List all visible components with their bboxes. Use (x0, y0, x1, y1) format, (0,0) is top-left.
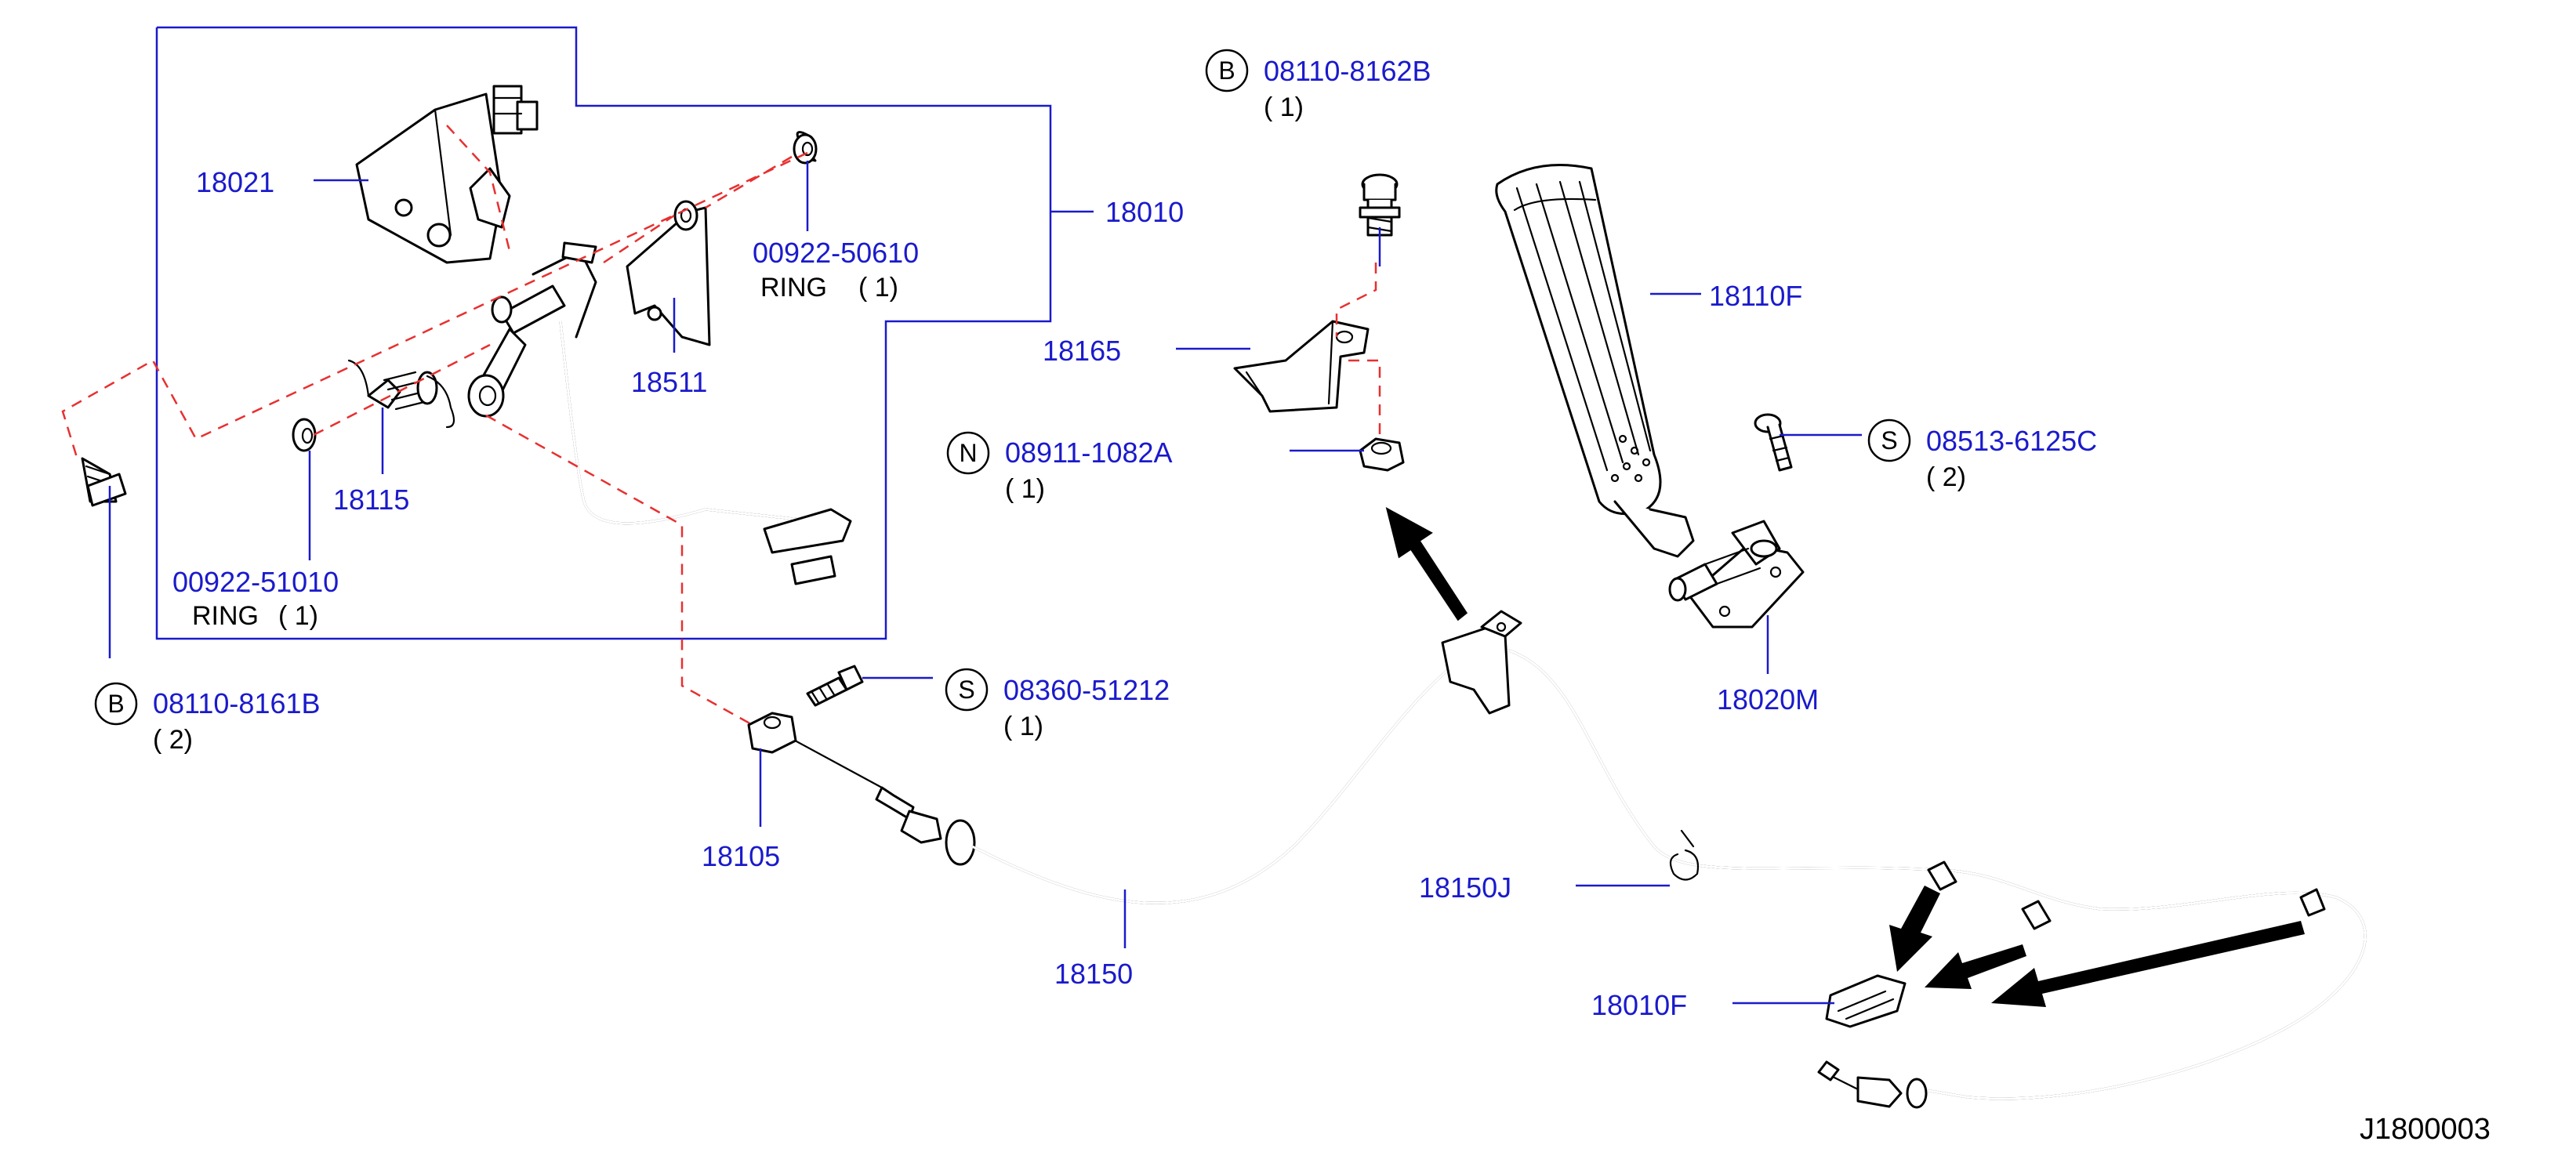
pedal-hinge-18020M-drawing (1668, 520, 1805, 629)
symbol-circle-s (1867, 418, 1911, 462)
clip-18010F-drawing (1825, 974, 1907, 1028)
label-18150: 18150 (1054, 958, 1133, 990)
bracket-18165-drawing (1233, 320, 1370, 413)
screw-pedal-number: 08513-6125C (1926, 425, 2097, 457)
nut-08911-1082A-drawing (1359, 437, 1405, 472)
callout-screw-cable: S 08360-51212 ( 1) (945, 668, 1170, 741)
label-18150J: 18150J (1419, 871, 1511, 904)
screw-cable-symbol: S (958, 676, 974, 704)
bolt-top-symbol: B (1218, 56, 1235, 85)
ring-lower-qty: ( 1) (278, 601, 318, 631)
callout-nut: N 08911-1082A ( 1) (946, 431, 1173, 504)
spring-18115-drawing (347, 359, 455, 429)
bolt-08110-8162B-drawing (1359, 173, 1401, 237)
adapter-18105-drawing (747, 712, 797, 754)
bracket-18511-drawing (626, 200, 711, 346)
label-18020M: 18020M (1717, 683, 1819, 716)
callout-ring-upper: 00922-50610 RING ( 1) (753, 237, 919, 303)
ring-lower-number: 00922-51010 (172, 566, 339, 598)
nut-qty: ( 1) (1005, 474, 1045, 504)
bolt-08110-8161B-drawing (81, 457, 127, 507)
label-18010: 18010 (1105, 196, 1184, 228)
label-18110F: 18110F (1709, 280, 1802, 312)
nut-number: 08911-1082A (1005, 437, 1173, 469)
symbol-circle-n (946, 431, 990, 475)
throttle-cable-18150-drawing (786, 610, 2367, 1109)
symbol-circle-b (1205, 49, 1249, 92)
bolt-top-number: 08110-8162B (1264, 55, 1431, 87)
callout-bolt-top: B 08110-8162B ( 1) (1205, 49, 1431, 122)
symbol-circle-b (94, 682, 138, 726)
screw-08513-6125C-drawing (1754, 413, 1793, 472)
label-18010F: 18010F (1591, 989, 1687, 1021)
screw-pedal-qty: ( 2) (1926, 462, 1966, 492)
ring-clip-lower-drawing (292, 418, 317, 452)
ring-upper-desc: RING (760, 273, 827, 303)
screw-cable-qty: ( 1) (1003, 712, 1043, 741)
bolt-top-qty: ( 1) (1264, 92, 1304, 122)
pedal-lever-drawing (467, 241, 852, 585)
label-18105: 18105 (702, 840, 780, 872)
leader-lines (108, 161, 1862, 1005)
clip-18150J-drawing (1669, 829, 1700, 881)
diagram-code: J1800003 (2360, 1113, 2491, 1146)
label-18165: 18165 (1043, 335, 1121, 367)
ring-lower-desc: RING (192, 601, 259, 631)
callout-ring-lower: 00922-51010 RING ( 1) (172, 566, 339, 631)
nut-symbol: N (959, 439, 977, 467)
symbol-circle-s (945, 668, 989, 712)
label-18511: 18511 (631, 366, 707, 398)
bolt-left-number: 08110-8161B (153, 687, 321, 719)
bolt-left-qty: ( 2) (153, 725, 193, 755)
assembly-outline-18010 (155, 26, 1052, 640)
ring-upper-qty: ( 1) (858, 273, 898, 303)
ring-upper-number: 00922-50610 (753, 237, 919, 269)
ring-clip-upper-drawing (793, 131, 818, 165)
screw-08360-51212-drawing (806, 665, 864, 707)
screw-pedal-symbol: S (1881, 426, 1897, 455)
screw-cable-number: 08360-51212 (1003, 674, 1170, 706)
label-18115: 18115 (333, 484, 409, 516)
direction-arrows (1385, 507, 2305, 1007)
callout-screw-pedal: S 08513-6125C ( 2) (1867, 418, 2097, 492)
bolt-left-symbol: B (107, 690, 124, 718)
callout-bolt-left: B 08110-8161B ( 2) (94, 682, 321, 755)
label-18021: 18021 (196, 166, 274, 198)
accelerator-pedal-18110F-drawing (1495, 164, 1695, 558)
bracket-18021-drawing (355, 85, 539, 264)
